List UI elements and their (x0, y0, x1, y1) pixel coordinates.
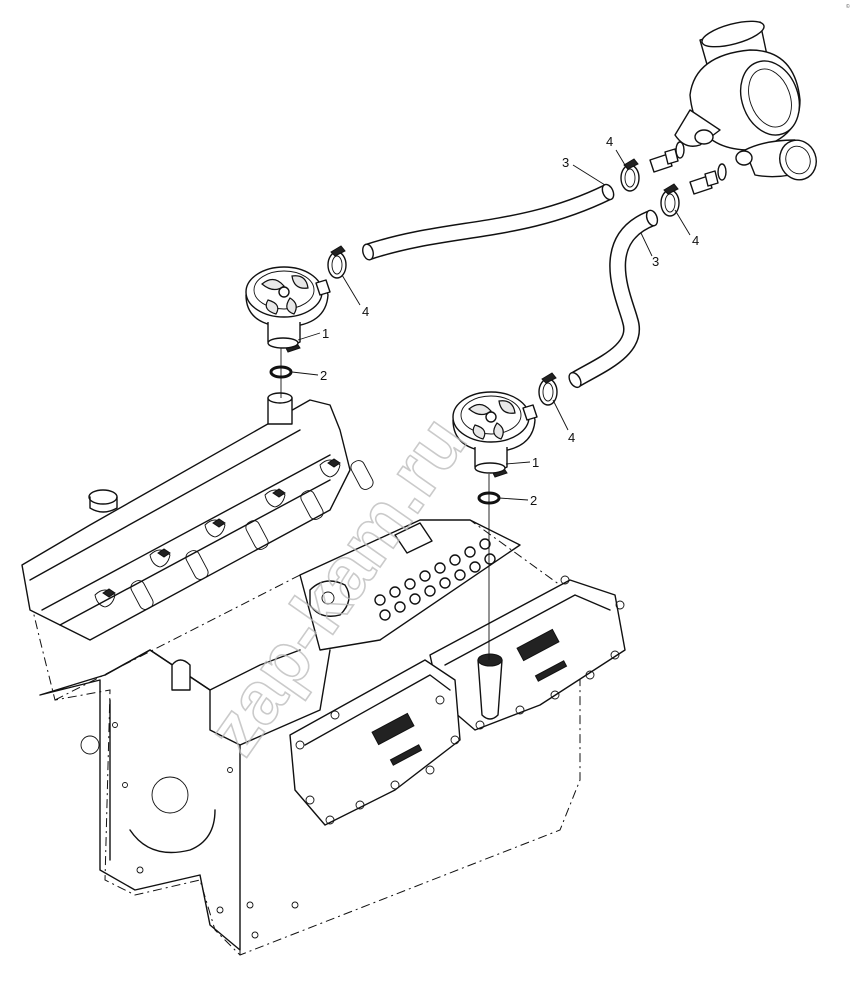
callout-1-right: 1 (532, 455, 539, 470)
hose-upper (362, 183, 615, 261)
callout-4-left: 4 (362, 304, 369, 319)
breather-assembly-right (452, 391, 538, 478)
leader-lines (291, 149, 691, 501)
callout-numbers: 1 1 2 2 3 3 4 4 4 4 (320, 134, 699, 508)
breather-assembly-left (245, 266, 331, 353)
outlet-housing (649, 20, 817, 195)
clamp-c (660, 183, 680, 217)
callout-1-left: 1 (322, 326, 329, 341)
callout-3-upper: 3 (562, 155, 569, 170)
callout-4-middle: 4 (568, 430, 575, 445)
clamp-d (538, 372, 558, 406)
callout-2-right: 2 (530, 493, 537, 508)
engine-block (21, 392, 626, 956)
callout-4-right: 4 (692, 233, 699, 248)
callout-3-lower: 3 (652, 254, 659, 269)
hose-lower (568, 209, 659, 389)
callout-4-top: 4 (606, 134, 613, 149)
clamp-b (620, 158, 640, 192)
callout-2-left: 2 (320, 368, 327, 383)
clamp-a (327, 245, 347, 279)
corner-mark: © (846, 3, 850, 10)
